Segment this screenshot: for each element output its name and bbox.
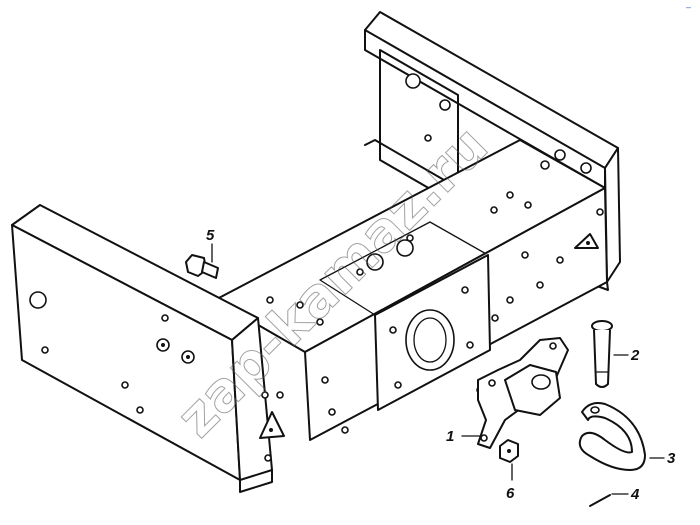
callout-1: 1 [446,428,454,445]
callout-2: 2 [630,347,640,364]
callout-3: 3 [667,450,676,467]
towing-loop-part-3 [578,402,646,471]
pin-part-2 [591,320,613,388]
callout-6: 6 [506,485,515,502]
nut-part-6 [499,439,519,463]
hitch-plate-part-1 [477,337,569,449]
callout-4: 4 [630,486,640,503]
corner-mark: – [686,2,691,12]
towing-frame-assembly [11,11,621,493]
callout-leaders [211,243,665,495]
cotter-pin-part-4 [589,494,611,507]
bolt-part-5 [185,254,219,279]
callout-5: 5 [206,227,215,244]
